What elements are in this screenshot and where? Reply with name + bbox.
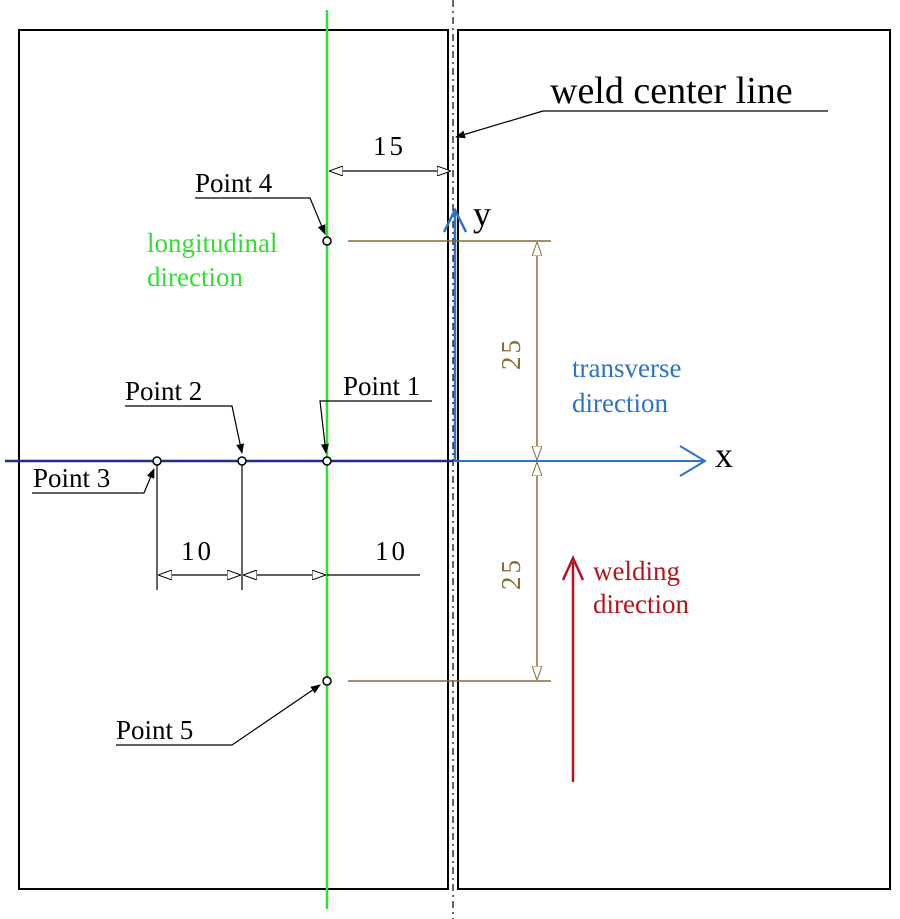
longitudinal-label-line2: direction — [147, 262, 243, 292]
point2-label: Point 2 — [125, 376, 202, 406]
longitudinal-label-line1: longitudinal — [147, 228, 278, 258]
dim-25-lower-label: 25 — [496, 557, 526, 590]
weld-label-leader — [455, 110, 544, 139]
point5-label: Point 5 — [116, 715, 193, 745]
point5-leader — [116, 684, 321, 746]
point1-label: Point 1 — [343, 371, 420, 401]
point5-marker — [322, 676, 332, 686]
point2-marker — [237, 456, 247, 466]
dim-10-left-label: 10 — [181, 536, 214, 566]
welding-label-line1: welding — [593, 556, 680, 586]
dim-10-right-label: 10 — [375, 536, 408, 566]
welding-direction-arrowhead — [561, 554, 585, 581]
transverse-label-line1: transverse — [572, 353, 681, 383]
dim-15-label: 15 — [373, 131, 406, 161]
axis-x-label: x — [715, 435, 733, 475]
transverse-label-line2: direction — [572, 388, 668, 418]
point4-leader — [195, 197, 326, 235]
weld-center-line-label: weld center line — [550, 70, 793, 112]
point1-marker — [322, 456, 332, 466]
x-axis-arrowhead — [679, 445, 707, 477]
point3-leader — [32, 468, 155, 494]
point3-label: Point 3 — [33, 463, 110, 493]
dim-25-upper-label: 25 — [496, 337, 526, 370]
welding-label-line2: direction — [593, 589, 689, 619]
axis-y-label: y — [473, 194, 491, 234]
point1-leader — [319, 400, 432, 454]
left-plate — [18, 29, 449, 890]
y-axis-arrowhead — [442, 207, 468, 233]
point3-marker — [152, 456, 162, 466]
right-plate — [457, 29, 891, 890]
point4-marker — [322, 236, 332, 246]
point4-label: Point 4 — [195, 168, 273, 198]
point2-leader — [125, 405, 245, 454]
